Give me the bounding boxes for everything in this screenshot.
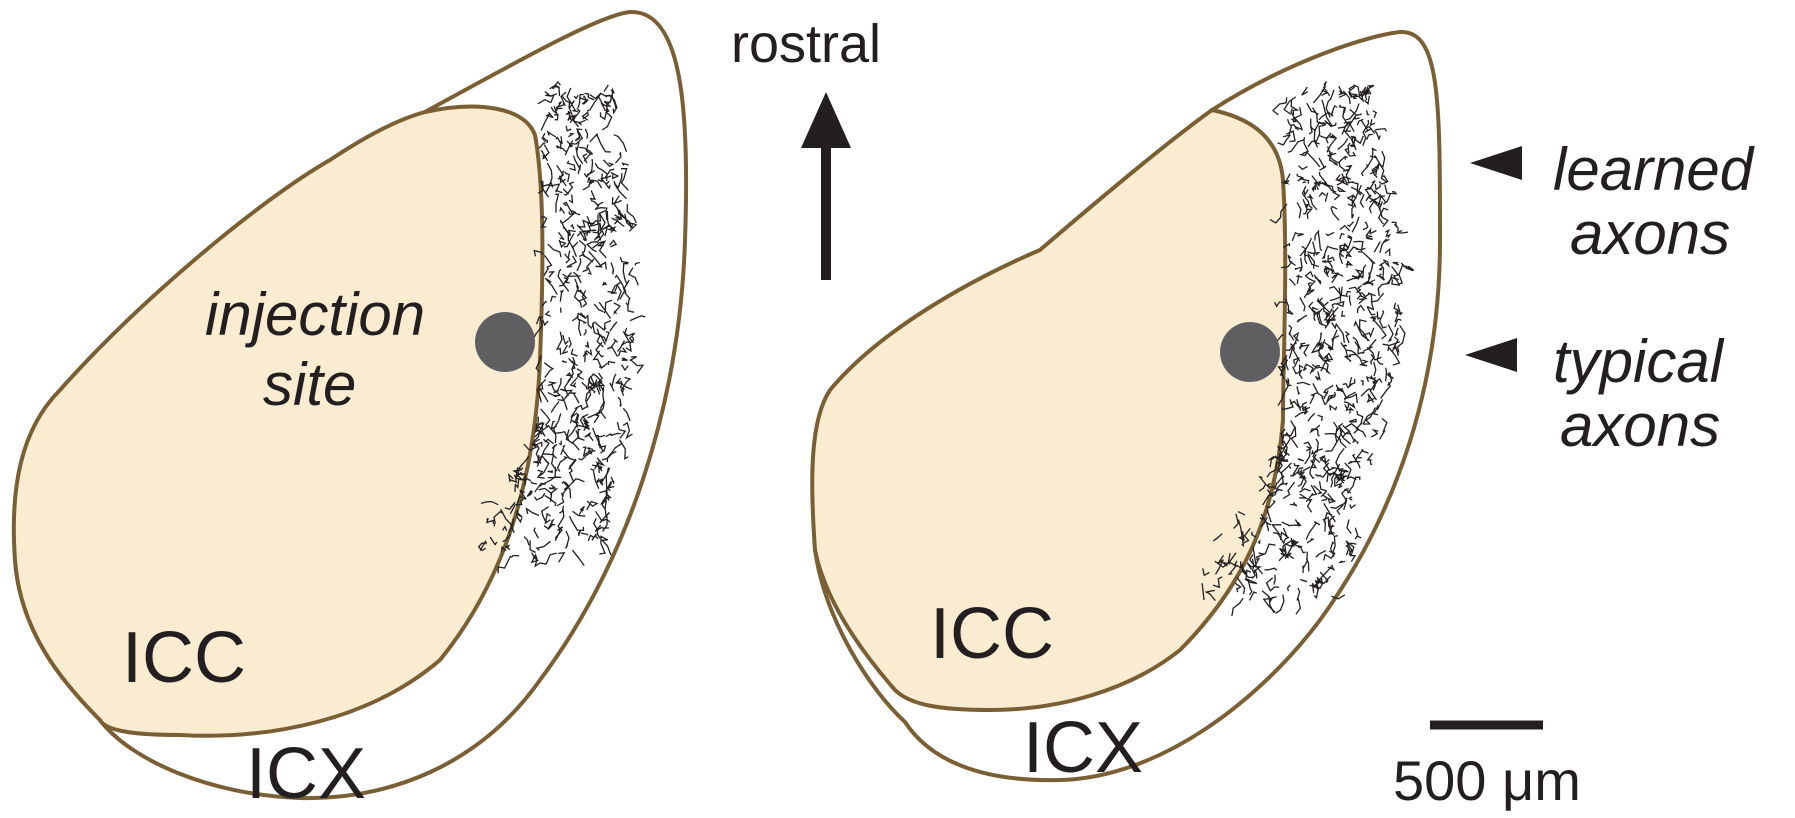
axon-fiber <box>1303 182 1306 183</box>
typical-label: typical <box>1553 328 1725 395</box>
left-icx-label: ICX <box>246 734 366 814</box>
right-section: ICC ICX <box>812 32 1440 788</box>
scale-bar: 500 μm <box>1393 725 1581 812</box>
learned-label: learned <box>1553 136 1755 203</box>
injection-label: injection <box>205 281 425 348</box>
learned-axons-arrowhead-icon <box>1470 146 1522 180</box>
learned-axons-label: axons <box>1570 200 1730 267</box>
rostral-label: rostral <box>731 14 881 74</box>
axon-fiber <box>548 471 553 472</box>
axon-fiber <box>593 232 599 233</box>
scale-bar-label: 500 μm <box>1393 749 1581 812</box>
left-icc-label: ICC <box>122 618 246 698</box>
left-section: injection site ICC ICX <box>14 12 686 814</box>
site-label: site <box>263 351 356 418</box>
right-icx-label: ICX <box>1023 708 1143 788</box>
axon-fiber <box>524 475 525 486</box>
right-icc-label: ICC <box>930 594 1054 674</box>
typical-axons-label: axons <box>1560 392 1720 459</box>
axon-fiber <box>1312 493 1313 495</box>
axon-legend: learned axons typical axons <box>1465 136 1755 459</box>
axon-fiber <box>1386 368 1387 382</box>
right-injection-site <box>1220 322 1280 382</box>
typical-axons-arrowhead-icon <box>1465 338 1517 372</box>
rostral-orientation: rostral <box>731 14 881 280</box>
left-injection-site <box>475 312 535 372</box>
rostral-arrowhead-icon <box>801 92 851 148</box>
